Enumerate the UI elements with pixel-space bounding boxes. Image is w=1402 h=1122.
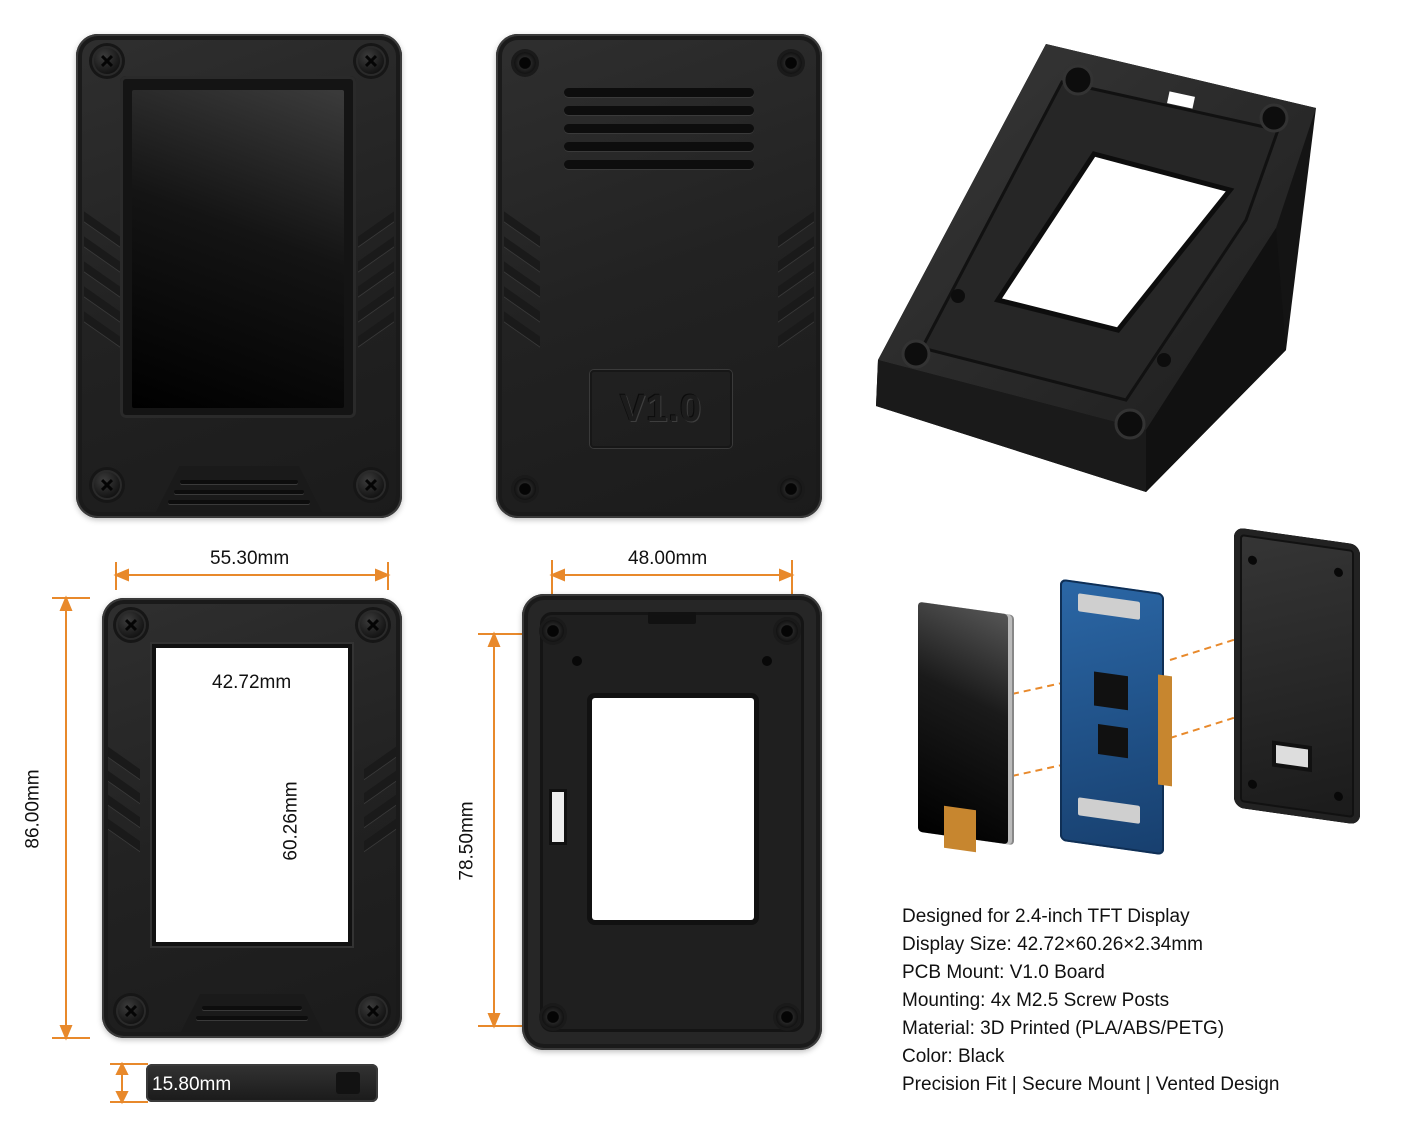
screw-icon	[358, 610, 388, 640]
screw-icon	[356, 470, 386, 500]
inner-case-dimensioned	[522, 594, 822, 1050]
flex-cable	[944, 805, 976, 853]
vent-slot	[564, 142, 754, 151]
bottom-grip	[156, 466, 322, 512]
back-case-view: V1.0	[496, 34, 822, 518]
screen-height-label: 60.26mm	[280, 781, 302, 861]
spec-line: Mounting: 4x M2.5 Screw Posts	[902, 990, 1170, 1011]
screen-width-label: 42.72mm	[212, 672, 292, 693]
front-width-label: 55.30mm	[210, 548, 290, 569]
front-frame-dimensioned	[102, 598, 402, 1038]
screen-opening	[156, 648, 348, 942]
spec-line: Precision Fit | Secure Mount | Vented De…	[902, 1074, 1280, 1095]
side-profile	[146, 1064, 378, 1102]
screw-icon	[358, 996, 388, 1026]
screw-post-icon	[776, 1006, 798, 1028]
pcb-board	[1060, 578, 1172, 856]
spec-line: PCB Mount: V1.0 Board	[902, 962, 1105, 983]
screw-hole-icon	[514, 52, 536, 74]
vent-slot	[564, 160, 754, 169]
spec-line: Designed for 2.4-inch TFT Display	[902, 906, 1190, 927]
version-label: V1.0	[619, 387, 703, 430]
isometric-case-view	[876, 44, 1316, 492]
inner-height-label: 78.50mm	[456, 801, 478, 881]
back-case-inner	[1234, 527, 1360, 825]
depth-label: 15.80mm	[152, 1074, 232, 1095]
screw-icon	[356, 46, 386, 76]
screw-hole-icon	[514, 478, 536, 500]
screw-post-icon	[776, 620, 798, 642]
screw-post-icon	[542, 620, 564, 642]
vent-slot	[564, 88, 754, 97]
screw-hole-icon	[780, 478, 802, 500]
screw-icon	[92, 46, 122, 76]
screw-post-icon	[542, 1006, 564, 1028]
vent-slot	[564, 106, 754, 115]
screw-hole-icon	[780, 52, 802, 74]
rear-window	[592, 698, 754, 920]
inner-width-label: 48.00mm	[628, 548, 708, 569]
front-case-view	[76, 34, 402, 518]
version-badge: V1.0	[590, 370, 732, 448]
screw-icon	[92, 470, 122, 500]
vent-slot	[564, 124, 754, 133]
spec-line: Color: Black	[902, 1046, 1005, 1067]
display-screen	[132, 90, 344, 408]
spec-line: Material: 3D Printed (PLA/ABS/PETG)	[902, 1018, 1225, 1039]
spec-line: Display Size: 42.72×60.26×2.34mm	[902, 934, 1204, 955]
screw-icon	[116, 610, 146, 640]
screw-icon	[116, 996, 146, 1026]
front-height-label: 86.00mm	[22, 769, 44, 849]
